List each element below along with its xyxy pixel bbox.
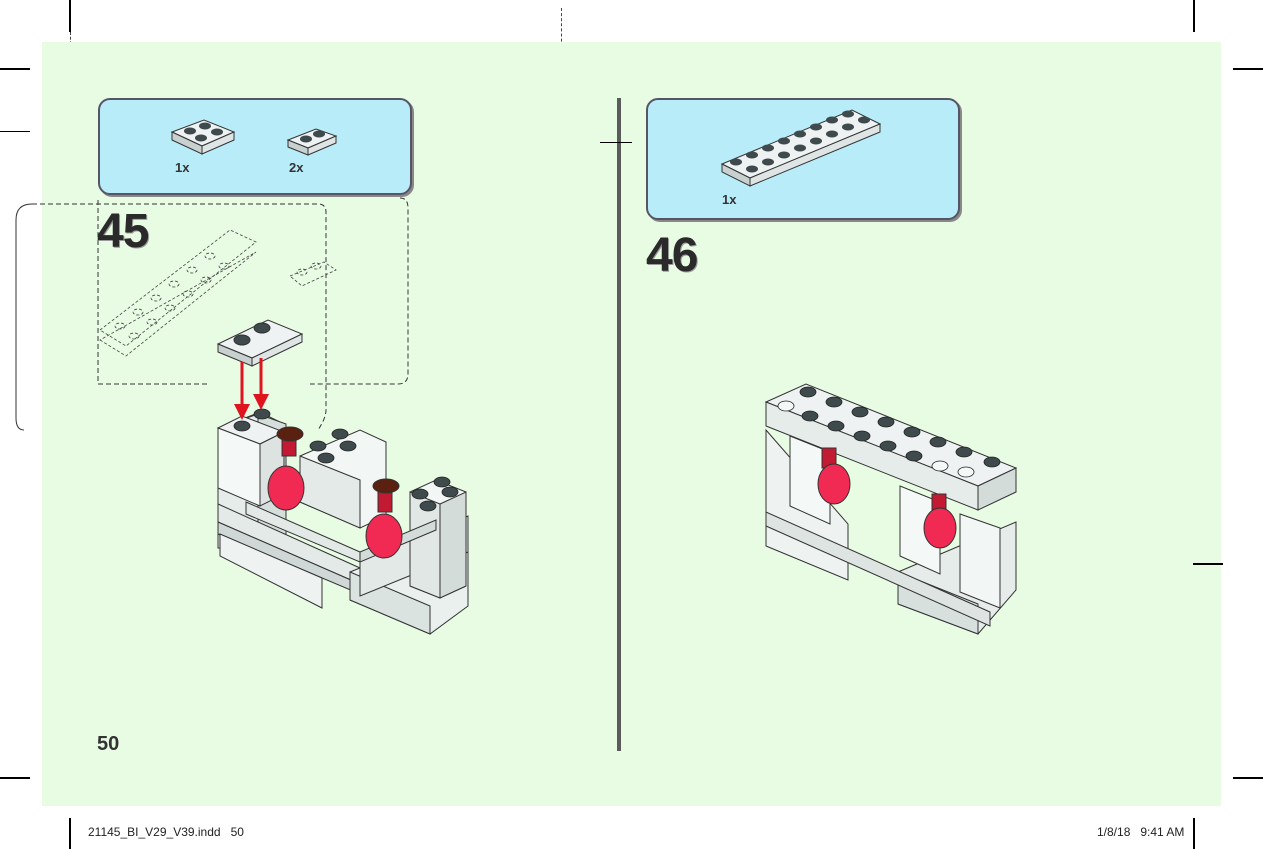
- part-quantity: 1x: [722, 192, 737, 207]
- plate-1x2-icon: [286, 128, 338, 156]
- parts-callout-right: [646, 98, 960, 220]
- crop-mark: [561, 8, 562, 62]
- crop-mark: [69, 818, 71, 849]
- step-number: 45: [97, 205, 149, 258]
- ghost-outline: [15, 197, 409, 431]
- crop-mark: [0, 777, 30, 779]
- crop-mark: [0, 68, 30, 70]
- part-quantity: 1x: [175, 160, 190, 175]
- step-45-model: [216, 319, 469, 635]
- page-divider: [617, 98, 621, 751]
- step-46-model: [764, 383, 1018, 635]
- crop-mark: [1193, 818, 1195, 849]
- step-number: 46: [646, 229, 698, 282]
- crop-mark: [1193, 0, 1195, 32]
- timestamp: 1/8/18 9:41 AM: [1097, 825, 1185, 839]
- page-number: 50: [97, 733, 120, 755]
- crop-mark: [0, 131, 30, 132]
- file-info: 21145_BI_V29_V39.indd 50: [88, 825, 244, 839]
- crop-mark: [1193, 563, 1223, 565]
- placement-arrows: [234, 358, 269, 420]
- part-quantity: 2x: [289, 160, 304, 175]
- plate-2x2-icon: [170, 119, 236, 155]
- parts-callout-left: [98, 98, 412, 195]
- crop-mark: [69, 0, 71, 32]
- crop-mark: [1233, 777, 1263, 779]
- crop-mark: [1233, 68, 1263, 70]
- plate-2x8-icon: [720, 109, 882, 187]
- crop-mark: [600, 142, 632, 143]
